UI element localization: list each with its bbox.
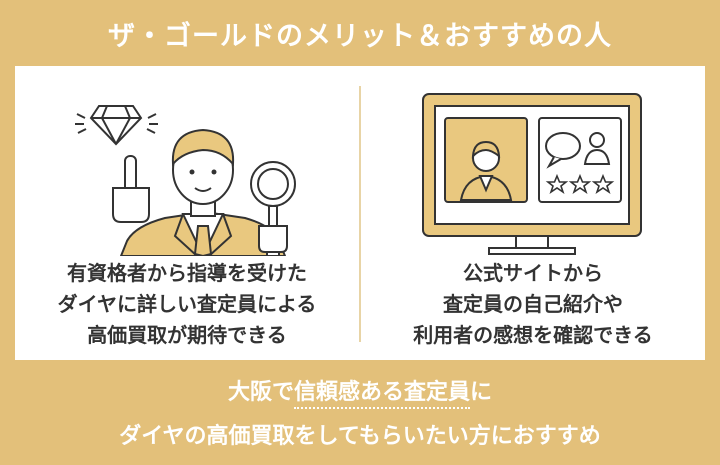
footer-line-2: ダイヤの高価買取をしてもらいたい方におすすめ xyxy=(119,424,601,449)
speech-bubble-icon xyxy=(545,132,581,169)
footer-pre: 大阪で xyxy=(227,380,294,405)
caption-line: 査定員の自己紹介や xyxy=(443,292,623,316)
star-icon xyxy=(545,173,615,194)
pointing-hand xyxy=(112,155,150,223)
appraiser-head xyxy=(171,128,235,205)
person-icon xyxy=(583,132,611,165)
appraiser-illustration xyxy=(75,105,296,256)
appraiser-card: 有資格者から指導を受けた ダイヤに詳しい査定員による 高価買取が期待できる xyxy=(15,66,359,360)
caption-line: ダイヤに詳しい査定員による xyxy=(57,292,317,316)
website-caption: 公式サイトから 査定員の自己紹介や 利用者の感想を確認できる xyxy=(361,258,705,351)
footer-line-1: 大阪で信頼感ある査定員に xyxy=(0,378,720,409)
appraiser-caption: 有資格者から指導を受けた ダイヤに詳しい査定員による 高価買取が期待できる xyxy=(15,258,359,351)
footer-highlight: 信頼感ある査定員 xyxy=(293,380,470,409)
website-card: 公式サイトから 査定員の自己紹介や 利用者の感想を確認できる xyxy=(361,66,705,360)
diamond-icon xyxy=(89,105,143,146)
caption-line: 有資格者から指導を受けた xyxy=(67,261,307,285)
caption-line: 利用者の感想を確認できる xyxy=(413,323,653,347)
recommendation-footer: 大阪で信頼感ある査定員に ダイヤの高価買取をしてもらいたい方におすすめ xyxy=(0,378,720,452)
column-divider xyxy=(359,86,361,342)
person-icon xyxy=(459,140,513,201)
content-panel: 有資格者から指導を受けた ダイヤに詳しい査定員による 高価買取が期待できる xyxy=(15,66,705,360)
footer-post: に xyxy=(470,380,493,405)
page-title: ザ・ゴールドのメリット＆おすすめの人 xyxy=(108,21,612,52)
caption-line: 高価買取が期待できる xyxy=(87,323,287,347)
caption-line: 公式サイトから xyxy=(463,261,603,285)
website-illustration xyxy=(422,93,642,255)
